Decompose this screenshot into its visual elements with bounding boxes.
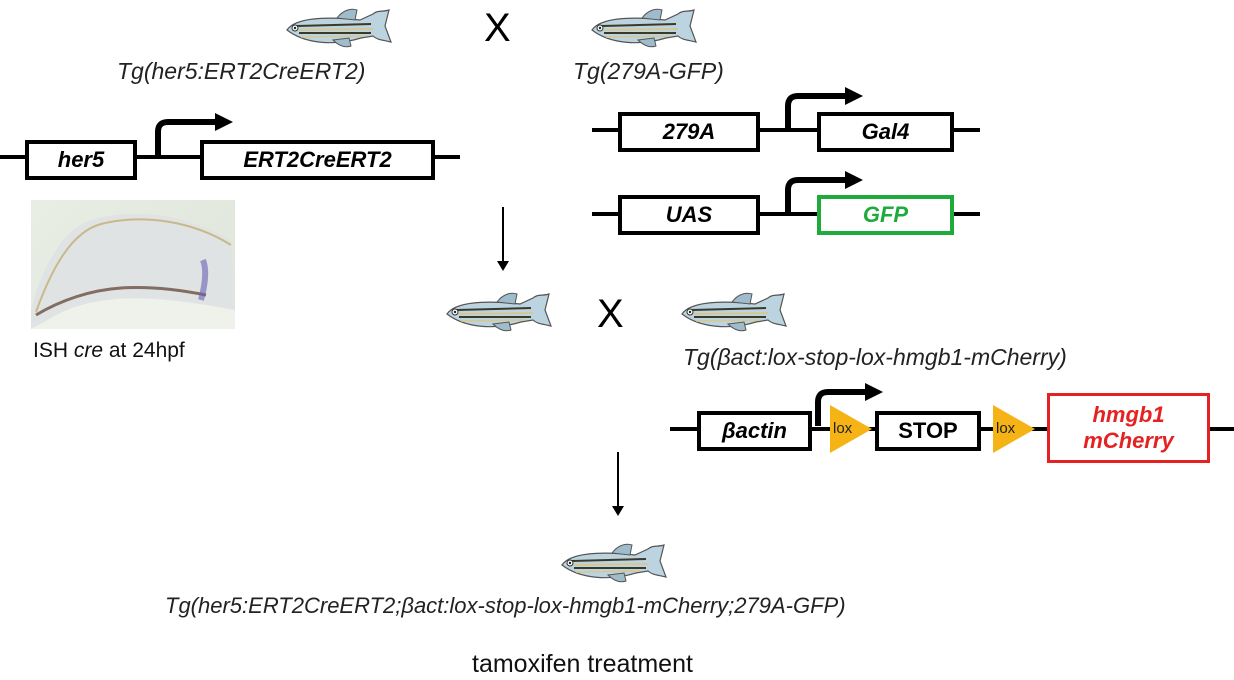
gene-gal4: Gal4 xyxy=(817,112,954,152)
caption-italic: cre xyxy=(73,339,104,362)
promoter-her5: her5 xyxy=(25,140,137,180)
down-arrow-icon xyxy=(612,452,624,516)
parent-right-label: Tg(279A-GFP) xyxy=(573,58,724,84)
gene-line-1: hmgb1 xyxy=(1092,402,1165,427)
ish-image xyxy=(31,200,235,329)
promoter-bactin: βactin xyxy=(697,411,812,451)
lox-label: lox xyxy=(996,420,1016,437)
zebrafish-icon xyxy=(446,292,552,332)
caption-text: ISH xyxy=(33,339,74,362)
promoter-arrow-icon xyxy=(785,171,863,214)
caption-text: at 24hpf xyxy=(103,339,185,362)
promoter-uas: UAS xyxy=(618,195,760,235)
down-arrow-icon xyxy=(497,207,509,271)
promoter-arrow-icon xyxy=(785,87,863,130)
offspring-label: Tg(her5:ERT2CreERT2;βact:lox-stop-lox-hm… xyxy=(165,593,846,618)
zebrafish-icon xyxy=(681,292,787,332)
treatment-label: tamoxifen treatment xyxy=(472,650,693,678)
promoter-279a: 279A xyxy=(618,112,760,152)
lox-site-icon xyxy=(830,405,872,453)
zebrafish-icon xyxy=(286,8,392,48)
promoter-arrow-icon xyxy=(815,383,883,426)
lox-label: lox xyxy=(833,420,853,437)
zebrafish-icon xyxy=(591,8,697,48)
gene-line-2: mCherry xyxy=(1083,428,1174,453)
cross-symbol: X xyxy=(597,292,624,336)
parent-left-label: Tg(her5:ERT2CreERT2) xyxy=(117,58,366,84)
cross-symbol: X xyxy=(484,6,511,50)
zebrafish-icon xyxy=(561,543,667,583)
gene-ert2creert2: ERT2CreERT2 xyxy=(200,140,435,180)
parent-right-label: Tg(βact:lox-stop-lox-hmgb1-mCherry) xyxy=(683,344,1067,370)
gene-gfp: GFP xyxy=(817,195,954,235)
ish-caption: ISH cre at 24hpf xyxy=(33,339,185,363)
promoter-arrow-icon xyxy=(155,113,233,157)
stop-cassette: STOP xyxy=(875,411,981,451)
gene-hmgb1-mcherry: hmgb1 mCherry xyxy=(1047,393,1210,463)
lox-site-icon xyxy=(993,405,1035,453)
